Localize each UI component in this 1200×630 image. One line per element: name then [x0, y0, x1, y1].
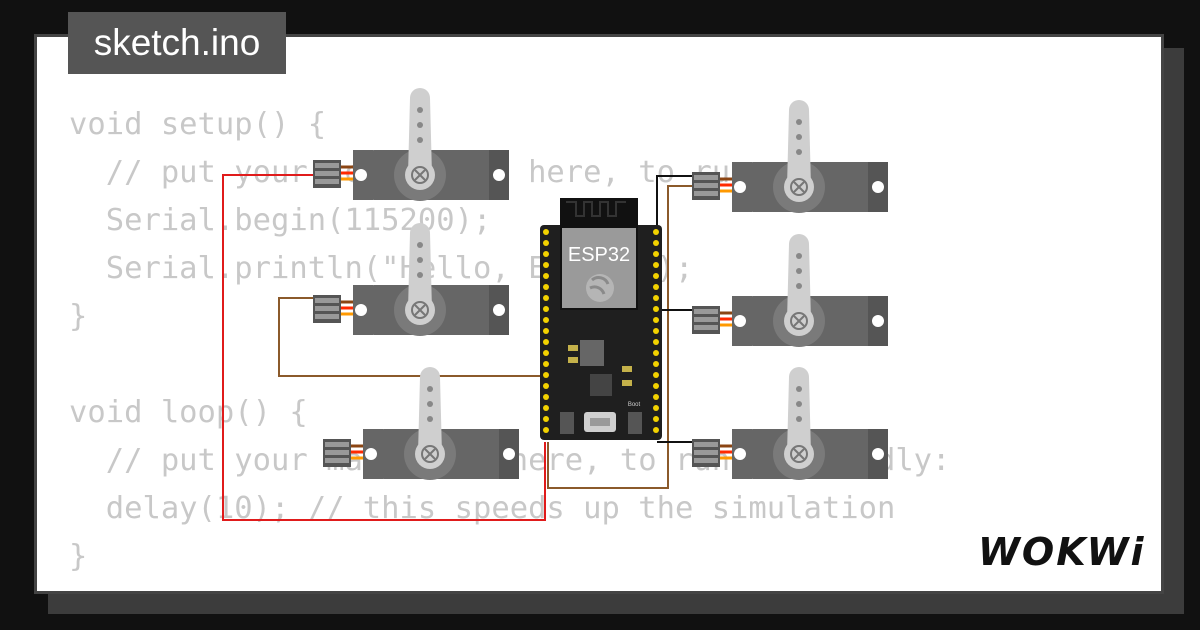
code-line-7: void loop() {: [69, 395, 308, 430]
servo-icon[interactable]: [311, 86, 511, 203]
wire-brown-left: [278, 297, 545, 377]
wire-red: [222, 174, 546, 521]
servo-icon[interactable]: [311, 221, 511, 338]
boot-label: Boot: [628, 402, 641, 408]
file-tab[interactable]: sketch.ino: [68, 12, 286, 74]
wire-black-top: [656, 175, 692, 232]
code-line-1: void setup() {: [69, 107, 327, 142]
esp32-board-icon[interactable]: ESP32 Boot: [540, 198, 662, 440]
code-line-10: }: [69, 539, 88, 574]
servo-icon[interactable]: [690, 232, 890, 349]
code-line-5: }: [69, 299, 88, 334]
servo-icon[interactable]: [690, 365, 890, 482]
wire-brown-bottom: [547, 185, 692, 489]
servo-icon[interactable]: [321, 365, 521, 482]
board-label: ESP32: [568, 244, 630, 266]
wokwi-logo-icon: WOKWi: [978, 530, 1146, 574]
servo-icon[interactable]: [690, 98, 890, 215]
